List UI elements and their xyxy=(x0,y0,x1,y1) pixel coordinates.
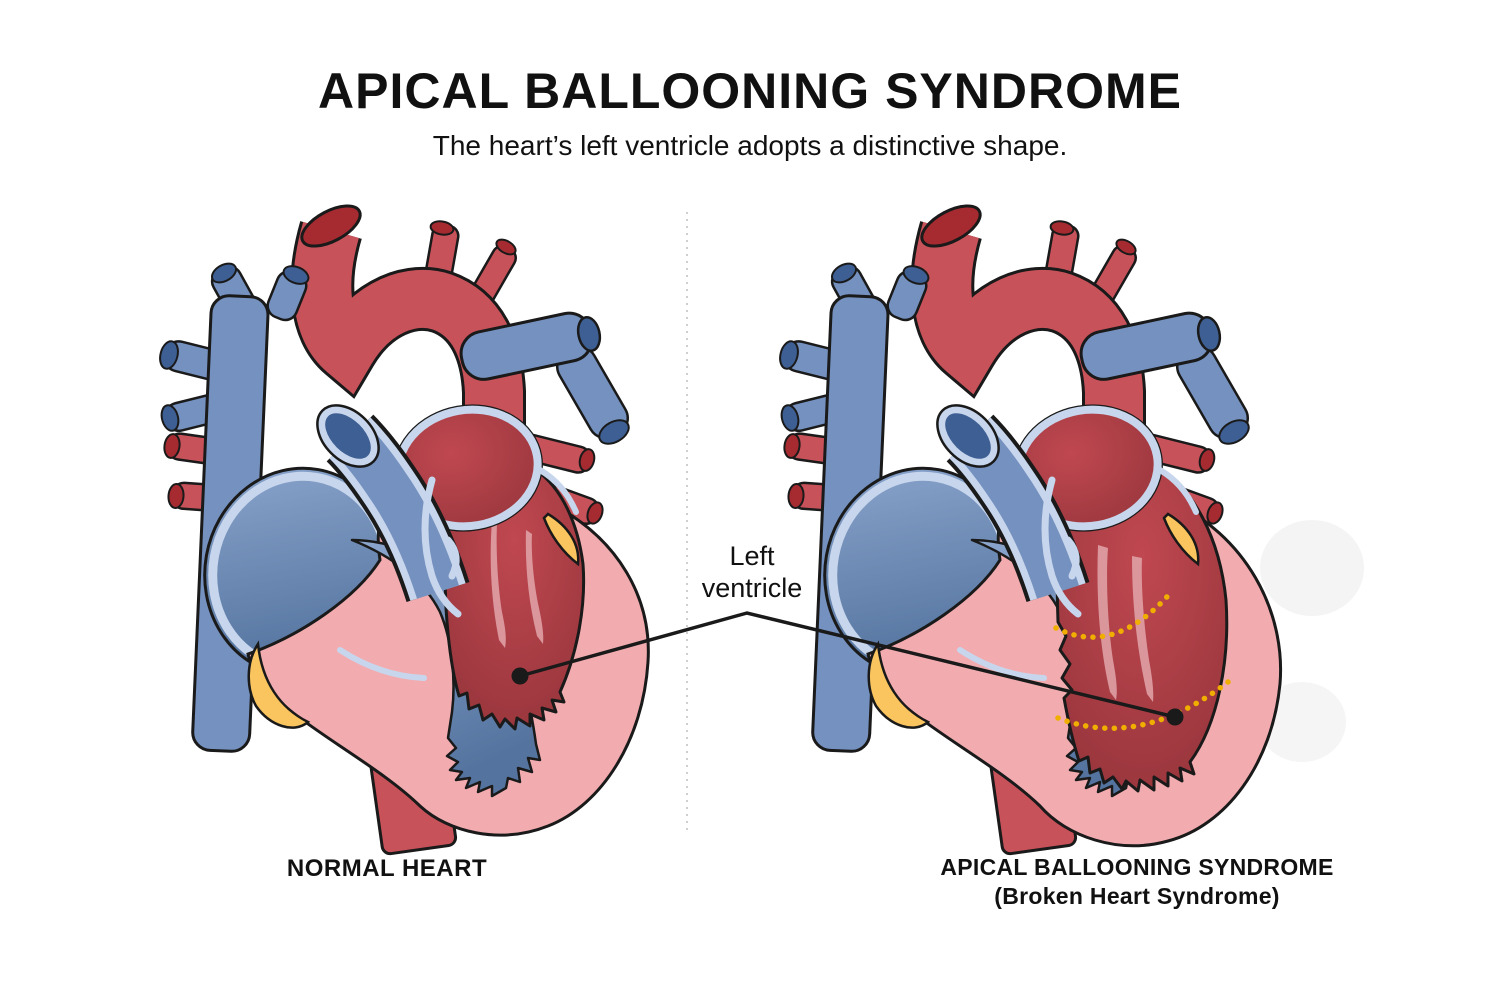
caption-normal-heart: NORMAL HEART xyxy=(286,855,488,882)
page-title: APICAL BALLOONING SYNDROME xyxy=(318,63,1182,119)
abs-heart-figure xyxy=(777,198,1280,855)
left-ventricle-pointer xyxy=(511,611,1184,726)
left-ventricle-label-line1: Left xyxy=(729,541,775,571)
caption-abs-line2: (Broken Heart Syndrome) xyxy=(994,882,1280,909)
left-ventricle-label-line2: ventricle xyxy=(701,573,803,604)
caption-abs-heart: APICAL BALLOONING SYNDROME (Broken Heart… xyxy=(887,853,1387,911)
chordae-highlights xyxy=(490,520,544,648)
ballooning-dotted-lines xyxy=(1053,587,1231,731)
page-subtitle: The heart’s left ventricle adopts a dist… xyxy=(432,130,1068,161)
chordae-highlights xyxy=(1097,545,1154,702)
caption-abs-line1: APICAL BALLOONING SYNDROME xyxy=(940,854,1334,880)
normal-heart-figure xyxy=(157,198,648,855)
left-ventricle-label: Left ventricle xyxy=(652,540,852,605)
background-smudges xyxy=(1258,520,1364,762)
